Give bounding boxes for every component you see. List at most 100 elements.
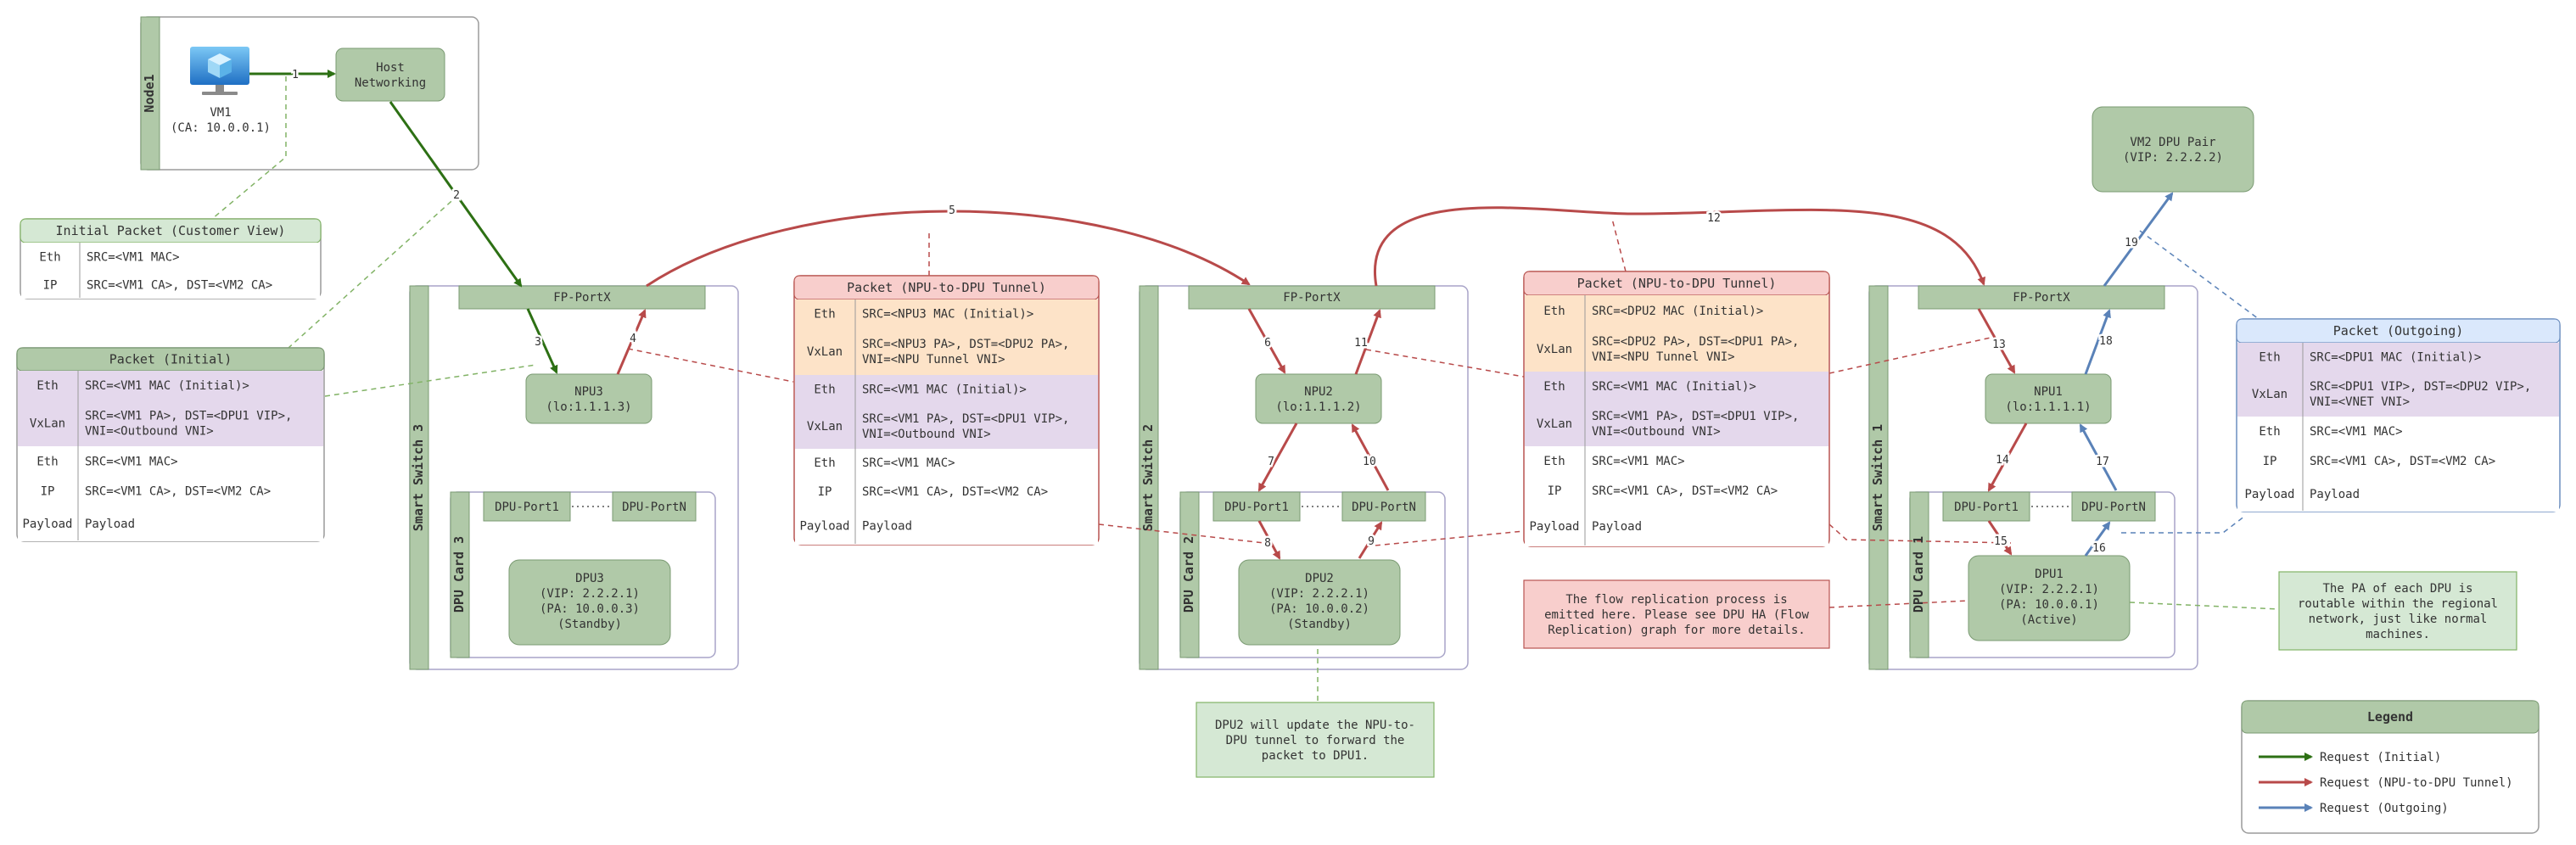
- tunnel1-packet-row-key: Payload: [799, 520, 849, 534]
- dpu2-portn: [1341, 491, 1426, 522]
- arrow-step-4: [616, 309, 647, 375]
- tunnel1-packet-row-key: IP: [818, 485, 832, 499]
- dpu1-portn: [2071, 491, 2156, 522]
- tunnel1-packet-row-key: VxLan: [807, 420, 843, 434]
- step-label-5: 5: [949, 204, 955, 217]
- arrow-step-8: [1257, 520, 1281, 560]
- host-networking-line1: Host: [376, 61, 405, 75]
- arrow-step-12: [1373, 206, 1985, 287]
- step-label-15: 15: [1994, 535, 2008, 548]
- step-label-14: 14: [1996, 454, 2009, 467]
- step-label-8: 8: [1264, 537, 1271, 550]
- step2-to-initial-packet-line: [288, 194, 459, 349]
- outgoing-packet-row-key: VxLan: [2252, 388, 2288, 401]
- tunnel2-packet-row-key: IP: [1548, 484, 1562, 498]
- tunnel1-packet-row-bg: [795, 327, 1098, 375]
- tunnel1-packet-row-key: Eth: [814, 383, 835, 397]
- dpu2-line1: DPU2: [1305, 572, 1334, 585]
- tunnel2-packet-row-bg: [1525, 506, 1828, 546]
- vm-to-customer-packet-line: [211, 76, 287, 220]
- npu1-name: NPU1: [2034, 385, 2063, 399]
- arrow-step-3: [526, 308, 558, 374]
- initial-packet-to-npu3-line: [324, 364, 537, 397]
- outgoing-packet-row-key: IP: [2263, 455, 2277, 468]
- tunnel2-to-dpu1-line: [1828, 523, 2012, 544]
- npu2-lo: (lo:1.1.1.2): [1275, 400, 1361, 414]
- legend-header: [2241, 700, 2540, 734]
- step-label-9: 9: [1368, 535, 1375, 548]
- tunnel1-packet-row-bg: [795, 476, 1098, 506]
- dpu2-update-note-box: [1196, 702, 1435, 778]
- outgoing-packet-row-key: Payload: [2244, 488, 2294, 501]
- tunnel1-packet-row-key: VxLan: [807, 345, 843, 359]
- npu3-name: NPU3: [574, 385, 603, 399]
- tunnel2-packet-row-key: Eth: [1543, 380, 1565, 394]
- initial-packet-row-key: Eth: [36, 379, 58, 393]
- dpu-card-2-title: DPU Card 2: [1181, 536, 1196, 613]
- tunnel2-packet-row-key: VxLan: [1537, 417, 1572, 431]
- npu1-lo: (lo:1.1.1.1): [2005, 400, 2091, 414]
- tunnel2-packet-row-value: Payload: [1592, 520, 1642, 534]
- dpu1-to-pa-note-line: [2129, 602, 2280, 610]
- arrow-step-13: [1977, 308, 2016, 374]
- fp-port-2-label: FP-PortX: [1283, 291, 1341, 305]
- tunnel2-packet-row-value: SRC=<DPU2 MAC (Initial)>: [1592, 305, 1763, 318]
- npu2-to-tunnel2-line: [1365, 349, 1525, 378]
- initial-packet-row-value: Payload: [85, 518, 135, 531]
- step-label-17: 17: [2096, 456, 2109, 468]
- arrow-step-9: [1358, 521, 1383, 559]
- initial-packet-row-key: IP: [41, 485, 55, 499]
- initial-packet-row-key: VxLan: [30, 417, 65, 431]
- tunnel2-packet-row-bg: [1525, 475, 1828, 506]
- step-label-7: 7: [1268, 456, 1274, 468]
- outgoing-packet-row-value: SRC=<DPU1 MAC (Initial)>: [2310, 351, 2481, 365]
- node1-title-bar: [140, 16, 160, 171]
- outgoing-packet-row-value: SRC=<VM1 MAC>: [2310, 425, 2403, 439]
- smart-switch-3-title: Smart Switch 3: [411, 424, 426, 531]
- dpu3-box: [508, 559, 671, 646]
- dpu2-update-note: DPU2 will update the NPU-to-DPU tunnel t…: [1196, 702, 1435, 778]
- customer-view-packet-row-key: Eth: [39, 251, 60, 265]
- dpu1-portn-label: DPU-PortN: [2081, 501, 2146, 514]
- tunnel2-packet-row-value: SRC=<VM1 MAC>: [1592, 455, 1685, 468]
- dpu2-to-tunnel2-line: [1365, 530, 1525, 547]
- initial-packet-row-key: Payload: [22, 518, 72, 531]
- tunnel1-packet-row-value: SRC=<NPU3 PA>, DST=<DPU2 PA>,VNI=<NPU Tu…: [862, 338, 1069, 367]
- outgoing-packet-row-key: Eth: [2259, 425, 2280, 439]
- fp-port-1: [1918, 285, 2165, 310]
- vm-monitor-icon: [190, 47, 249, 95]
- dpu2-line3: (PA: 10.0.0.2): [1269, 602, 1369, 616]
- tunnel2-packet-row-value: SRC=<VM1 MAC (Initial)>: [1592, 380, 1756, 394]
- tunnel1-packet-row-bg: [795, 299, 1098, 327]
- arrow-step-16: [2084, 521, 2111, 557]
- tunnel1-packet-row-bg: [795, 403, 1098, 449]
- dpu1-line3: (PA: 10.0.0.1): [1999, 598, 2099, 612]
- fp-port-2: [1188, 285, 1436, 310]
- tunnel2-to-step12-line: [1611, 218, 1627, 272]
- outgoing-packet-row-bg: [2237, 417, 2559, 445]
- fp-port-1-label: FP-PortX: [2013, 291, 2070, 305]
- dpu3-portn: [612, 491, 697, 522]
- fp-port-3-label: FP-PortX: [553, 291, 611, 305]
- outgoing-packet-row-bg: [2237, 445, 2559, 476]
- arrow-step-17: [2079, 423, 2118, 491]
- initial-packet-row-bg: [18, 400, 323, 446]
- step-label-6: 6: [1264, 337, 1271, 350]
- step-label-18: 18: [2099, 335, 2113, 348]
- node1-title: Node1: [142, 74, 157, 112]
- dpu1-port1: [1942, 491, 2030, 522]
- step-label-3: 3: [535, 336, 541, 349]
- smart-switch-2-title-bar: [1139, 285, 1159, 670]
- arrow-step-19: [2103, 192, 2174, 287]
- outgoing-packet-row-bg: [2237, 371, 2559, 417]
- tunnel2-packet-row-key: Payload: [1529, 520, 1579, 534]
- step-label-10: 10: [1363, 456, 1376, 468]
- step-label-11: 11: [1354, 337, 1368, 350]
- dpu1-box: [1968, 555, 2131, 641]
- dpu-card-3-title: DPU Card 3: [451, 536, 467, 613]
- npu3-to-tunnel1-line: [627, 348, 794, 383]
